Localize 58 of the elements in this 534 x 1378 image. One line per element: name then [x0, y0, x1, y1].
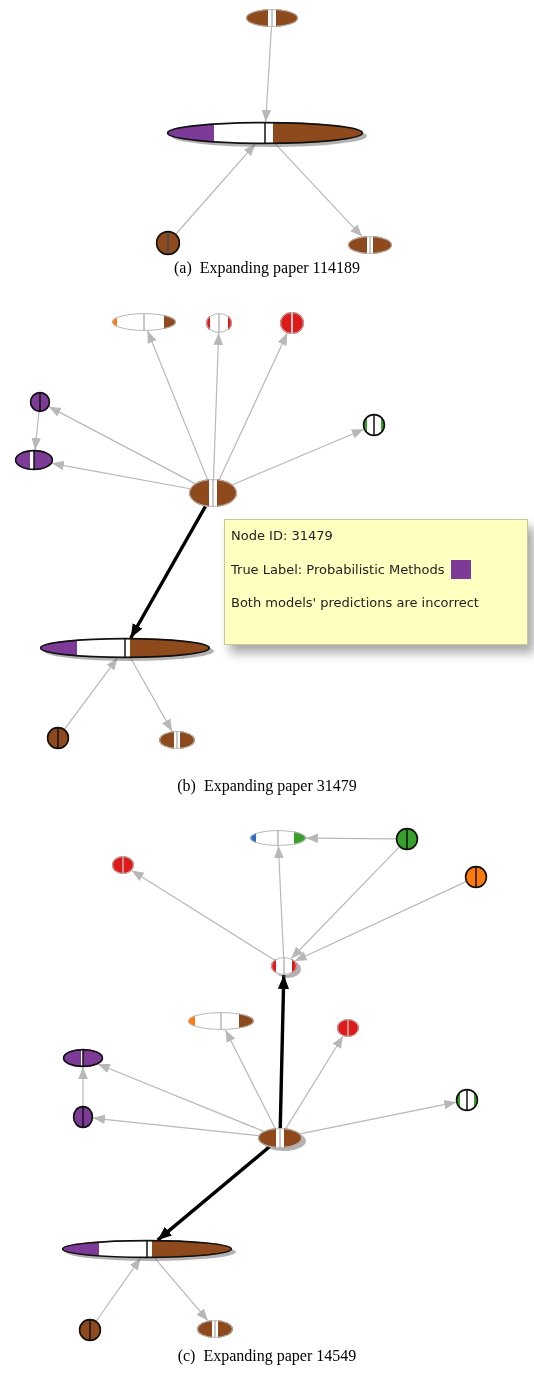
- arrow: [147, 330, 209, 480]
- arrow: [63, 657, 119, 730]
- arrow: [290, 846, 400, 960]
- graph-node: [188, 1012, 254, 1030]
- arrow: [261, 26, 273, 123]
- arrow: [92, 1114, 260, 1137]
- graph-node: [15, 450, 53, 470]
- graph-node: [250, 830, 306, 846]
- graph-node: [337, 1019, 359, 1037]
- graph-node: [47, 727, 69, 749]
- arrow: [277, 974, 290, 1129]
- graph-node: [206, 313, 232, 333]
- graph-node: [159, 731, 195, 749]
- tooltip-text: Node ID: 31479: [231, 528, 333, 544]
- graph-node: [63, 1049, 103, 1067]
- graph-node: [246, 9, 298, 27]
- graph-node: [280, 312, 304, 334]
- arrow: [175, 143, 256, 235]
- arrow: [97, 1063, 265, 1132]
- graph-node: [112, 856, 134, 874]
- arrow: [218, 332, 288, 481]
- arrow: [130, 657, 173, 732]
- arrow: [224, 1029, 276, 1129]
- tooltip-text: Both models' predictions are incorrect: [231, 595, 479, 611]
- arrow: [294, 881, 467, 962]
- graph-node: [156, 231, 180, 255]
- arrow: [95, 1257, 142, 1322]
- arrow: [305, 833, 397, 844]
- graph-node: [396, 828, 418, 850]
- graph-node: [348, 236, 392, 254]
- arrow: [129, 505, 207, 639]
- figure-caption: (a) Expanding paper 114189: [174, 258, 360, 278]
- arrow: [285, 1035, 344, 1129]
- graph-node: [189, 479, 237, 507]
- graph-node: [363, 414, 385, 436]
- arrow: [274, 845, 285, 958]
- graph-node: [465, 866, 487, 888]
- graph-node: [456, 1089, 478, 1111]
- figure-caption: (b) Expanding paper 31479: [177, 776, 357, 796]
- arrow: [78, 1066, 88, 1107]
- arrow: [274, 143, 363, 238]
- arrow: [154, 1257, 209, 1322]
- tooltip-box: [224, 519, 528, 645]
- graph-node: [112, 313, 176, 331]
- arrow: [212, 332, 223, 480]
- arrow: [156, 1145, 271, 1242]
- graph-node: [30, 392, 50, 412]
- graph-node: [197, 1320, 233, 1338]
- arrow: [131, 869, 275, 961]
- graph-node: [79, 1319, 101, 1341]
- arrow: [48, 406, 196, 485]
- arrow: [231, 428, 365, 486]
- arrow: [31, 411, 42, 451]
- arrow: [299, 1099, 457, 1135]
- arrow: [51, 460, 191, 490]
- tooltip-text: True Label: Probabilistic Methods: [231, 561, 445, 578]
- graph-node: [73, 1106, 93, 1128]
- figure-caption: (c) Expanding paper 14549: [177, 1346, 357, 1366]
